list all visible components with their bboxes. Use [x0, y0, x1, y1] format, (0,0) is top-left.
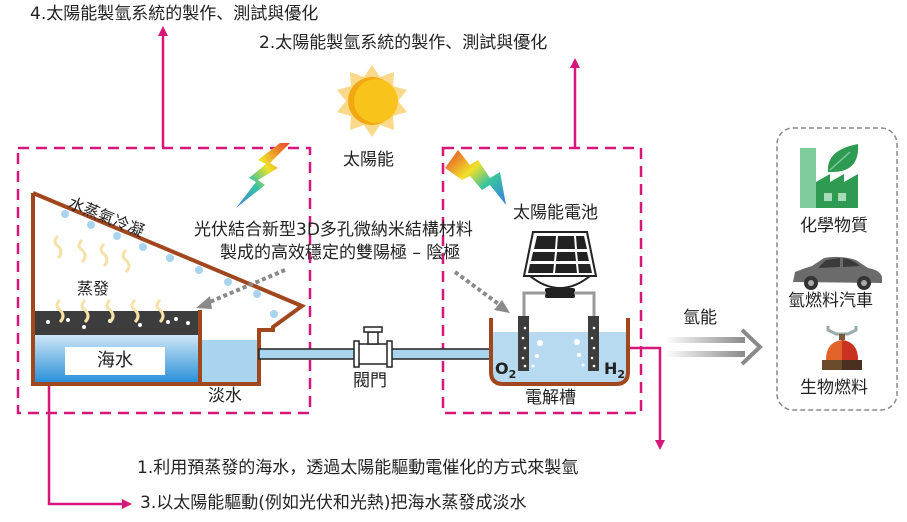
applications-box — [776, 127, 898, 411]
electrolyzer — [489, 316, 630, 386]
application-biofuel-label: 生物燃料 — [800, 378, 868, 398]
evaporation-label: 蒸發 — [77, 279, 110, 298]
electrode-description-line2: 製成的高效穩定的雙陽極 – 陰極 — [220, 243, 461, 263]
pointer-head-electrode — [494, 300, 510, 313]
arrow-head-note1 — [655, 440, 665, 450]
pointer-head-evaporator — [196, 296, 212, 309]
condensation-droplets — [61, 210, 278, 318]
evaporator-layer — [35, 311, 200, 335]
lightning-bolt-icon-left — [236, 143, 290, 208]
valve-label: 閥門 — [353, 371, 387, 391]
valve-icon[interactable] — [353, 326, 393, 368]
pointer-to-evaporator — [204, 268, 286, 306]
stove-icon — [822, 326, 862, 370]
arrow-head-note4 — [158, 26, 168, 36]
oxygen-label: O2 — [495, 359, 517, 382]
hydrogen-energy-label: 氫能 — [683, 308, 717, 328]
oxygen-subscript: 2 — [508, 368, 517, 382]
hydrogen-label: H2 — [604, 359, 626, 382]
electrolyzer-label: 電解槽 — [525, 388, 576, 408]
factory-leaf-icon — [800, 144, 859, 208]
arrow-head-note2 — [570, 58, 580, 68]
solar-still — [31, 191, 307, 386]
arrow-head-note3 — [122, 499, 132, 509]
hydrogen-energy-arrow — [665, 328, 763, 366]
sun-icon — [337, 65, 407, 137]
hydrogen-subscript: 2 — [617, 368, 626, 382]
note-3-desalination: 3.以太陽能驅動(例如光伏和光熱)把海水蒸發成淡水 — [140, 493, 527, 513]
solar-cell-label: 太陽能電池 — [513, 203, 598, 223]
application-hydrogen-car-label: 氫燃料汽車 — [788, 291, 873, 311]
cathode-electrode — [588, 316, 599, 371]
pointer-to-electrode — [453, 270, 502, 307]
desalination-box — [16, 146, 312, 415]
electrode-description-line1: 光伏結合新型3D多孔微納米結構材料 — [194, 220, 473, 240]
electrolysis-box — [441, 146, 643, 415]
freshwater-label: 淡水 — [208, 386, 242, 406]
hydrogen-symbol: H — [604, 359, 618, 378]
solar-energy-label: 太陽能 — [343, 150, 394, 170]
note-1-hydrogen-production: 1.利用預蒸發的海水，透過太陽能驅動電催化的方式來製氫 — [137, 458, 579, 478]
wires — [522, 291, 596, 318]
note-2-system-optimization: 2.太陽能製氫系統的製作、測試與優化 — [259, 33, 548, 53]
application-chemicals-label: 化學物質 — [800, 216, 868, 236]
still-frame — [31, 191, 307, 386]
anode-electrode — [518, 316, 529, 371]
seawater-label: 海水 — [65, 347, 165, 375]
oxygen-symbol: O — [495, 359, 509, 378]
solar-panel-icon — [522, 231, 598, 298]
freshwater-body — [200, 340, 258, 385]
lightning-bolt-icon-right — [445, 150, 506, 205]
note-4-system-optimization: 4.太陽能製氫系統的製作、測試與優化 — [30, 4, 319, 24]
vapor-waves — [53, 234, 165, 324]
car-icon — [793, 256, 882, 290]
